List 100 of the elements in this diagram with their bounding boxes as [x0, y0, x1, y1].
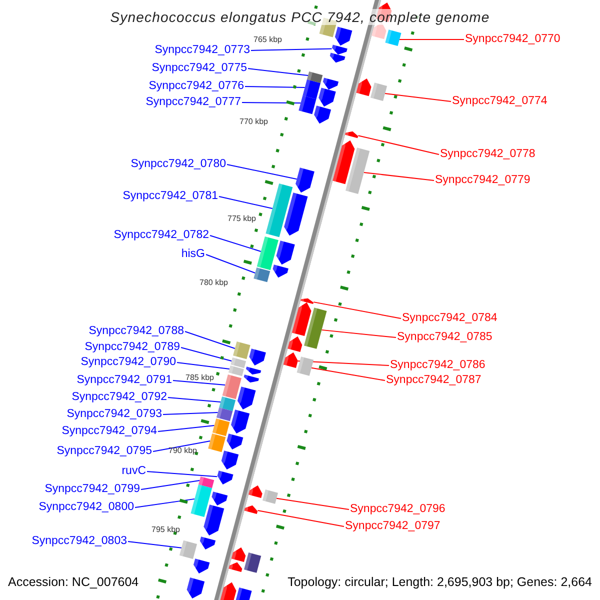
- gene-box: [298, 96, 316, 114]
- gene-label: Synpcc7942_0775: [152, 62, 247, 75]
- leader-line: [250, 48, 332, 51]
- footer-text: Topology: circular; Length: 2,695,903 bp; Genes: 2,664: [288, 575, 592, 590]
- leader-line: [244, 86, 306, 88]
- gene-feature: [322, 78, 339, 90]
- gene-box: [219, 396, 236, 412]
- leader-line: [158, 424, 215, 432]
- gene-box: [228, 365, 244, 376]
- gene-feature: [283, 351, 298, 368]
- gene-box: [262, 490, 278, 504]
- gene-feature: [228, 561, 242, 572]
- gene-feature: [218, 581, 236, 600]
- leader-line: [363, 172, 434, 181]
- gene-label: Synpcc7942_0778: [440, 148, 536, 161]
- leader-line: [313, 302, 402, 319]
- gene-feature: [345, 130, 358, 138]
- gene-label: Synpcc7942_0794: [62, 425, 157, 438]
- gene-label: Synpcc7942_0774: [452, 95, 548, 108]
- gene-feature: [231, 546, 246, 562]
- leader-line: [180, 347, 232, 362]
- gene-box: [302, 80, 321, 100]
- gene-feature: [194, 558, 210, 574]
- scale-label: 765 kbp: [254, 35, 282, 44]
- gene-feature: [212, 492, 228, 506]
- leader-line: [297, 360, 390, 366]
- scale-label: 790 kbp: [168, 446, 197, 455]
- gene-label: Synpcc7942_0788: [88, 325, 184, 338]
- gene-feature: [231, 410, 250, 434]
- gene-feature: [221, 450, 239, 470]
- leader-line: [128, 541, 182, 548]
- gene-box: [230, 357, 246, 368]
- leader-line: [162, 412, 218, 415]
- gene-label: Synpcc7942_0777: [146, 96, 241, 109]
- gene-label: Synpcc7942_0803: [32, 535, 127, 548]
- gene-label: Synpcc7942_0782: [114, 229, 209, 242]
- gene-label: Synpcc7942_0776: [148, 80, 244, 93]
- gene-feature: [186, 578, 205, 598]
- gene-label: Synpcc7942_0786: [390, 359, 486, 372]
- gene-feature: [200, 536, 216, 550]
- gene-label: Synpcc7942_0793: [66, 408, 162, 421]
- gene-box: [304, 308, 327, 349]
- leader-line: [184, 331, 236, 349]
- gene-label: Synpcc7942_0779: [435, 174, 530, 187]
- leader-line: [226, 164, 298, 180]
- gene-feature: [288, 335, 302, 352]
- gene-box: [233, 588, 252, 600]
- gene-box: [233, 341, 250, 360]
- gene-label: Synpcc7942_0787: [386, 374, 482, 387]
- leader-line: [210, 235, 262, 252]
- leader-line: [146, 471, 218, 478]
- gene-box: [256, 236, 278, 270]
- scale-label: 770 kbp: [240, 117, 268, 126]
- gene-box: [370, 82, 388, 101]
- leader-line: [172, 380, 226, 386]
- leader-line: [176, 362, 230, 370]
- gene-box: [216, 407, 233, 422]
- gene-box: [179, 540, 198, 560]
- gene-feature: [248, 484, 262, 498]
- scale-label: 775 kbp: [228, 214, 256, 223]
- gene-box: [244, 552, 262, 573]
- gene-feature: [272, 264, 288, 278]
- gene-label: ruvC: [122, 465, 146, 478]
- gene-feature: [296, 168, 314, 193]
- gene-box: [254, 268, 270, 282]
- gene-label: Synpcc7942_0770: [465, 33, 560, 46]
- gene-label: Synpcc7942_0791: [76, 374, 172, 387]
- gene-box: [307, 72, 323, 84]
- footer-text: Accession: NC_007604: [8, 575, 139, 590]
- leader-line: [358, 135, 440, 155]
- leader-line: [134, 498, 196, 508]
- gene-label: Synpcc7942_0795: [56, 445, 152, 458]
- gene-feature: [318, 88, 336, 107]
- leader-line: [206, 254, 256, 274]
- gene-box: [385, 30, 402, 46]
- scale-label: 780 kbp: [200, 278, 228, 287]
- gene-label: Synpcc7942_0781: [122, 190, 218, 203]
- leader-line: [248, 68, 309, 76]
- gene-label: Synpcc7942_0796: [350, 503, 446, 516]
- gene-box: [212, 418, 230, 436]
- gene-box: [296, 356, 314, 376]
- gene-box: [208, 433, 226, 452]
- gene-feature: [217, 470, 234, 485]
- gene-box: [198, 476, 214, 488]
- leader-line: [218, 196, 273, 210]
- leader-line: [168, 397, 222, 402]
- gene-label: Synpcc7942_0797: [345, 520, 440, 533]
- gene-label: Synpcc7942_0799: [44, 483, 140, 496]
- gene-label: Synpcc7942_0792: [72, 391, 167, 404]
- gene-box: [190, 484, 212, 518]
- gene-feature: [300, 297, 314, 304]
- gene-feature: [330, 52, 346, 63]
- gene-feature: [226, 434, 244, 450]
- gene-feature: [237, 386, 256, 410]
- gene-label: Synpcc7942_0790: [80, 356, 176, 369]
- gene-label: Synpcc7942_0785: [397, 331, 492, 344]
- leader-line: [152, 440, 211, 452]
- gene-label: Synpcc7942_0780: [130, 158, 226, 171]
- leader-line: [276, 498, 350, 510]
- gene-box: [346, 148, 370, 194]
